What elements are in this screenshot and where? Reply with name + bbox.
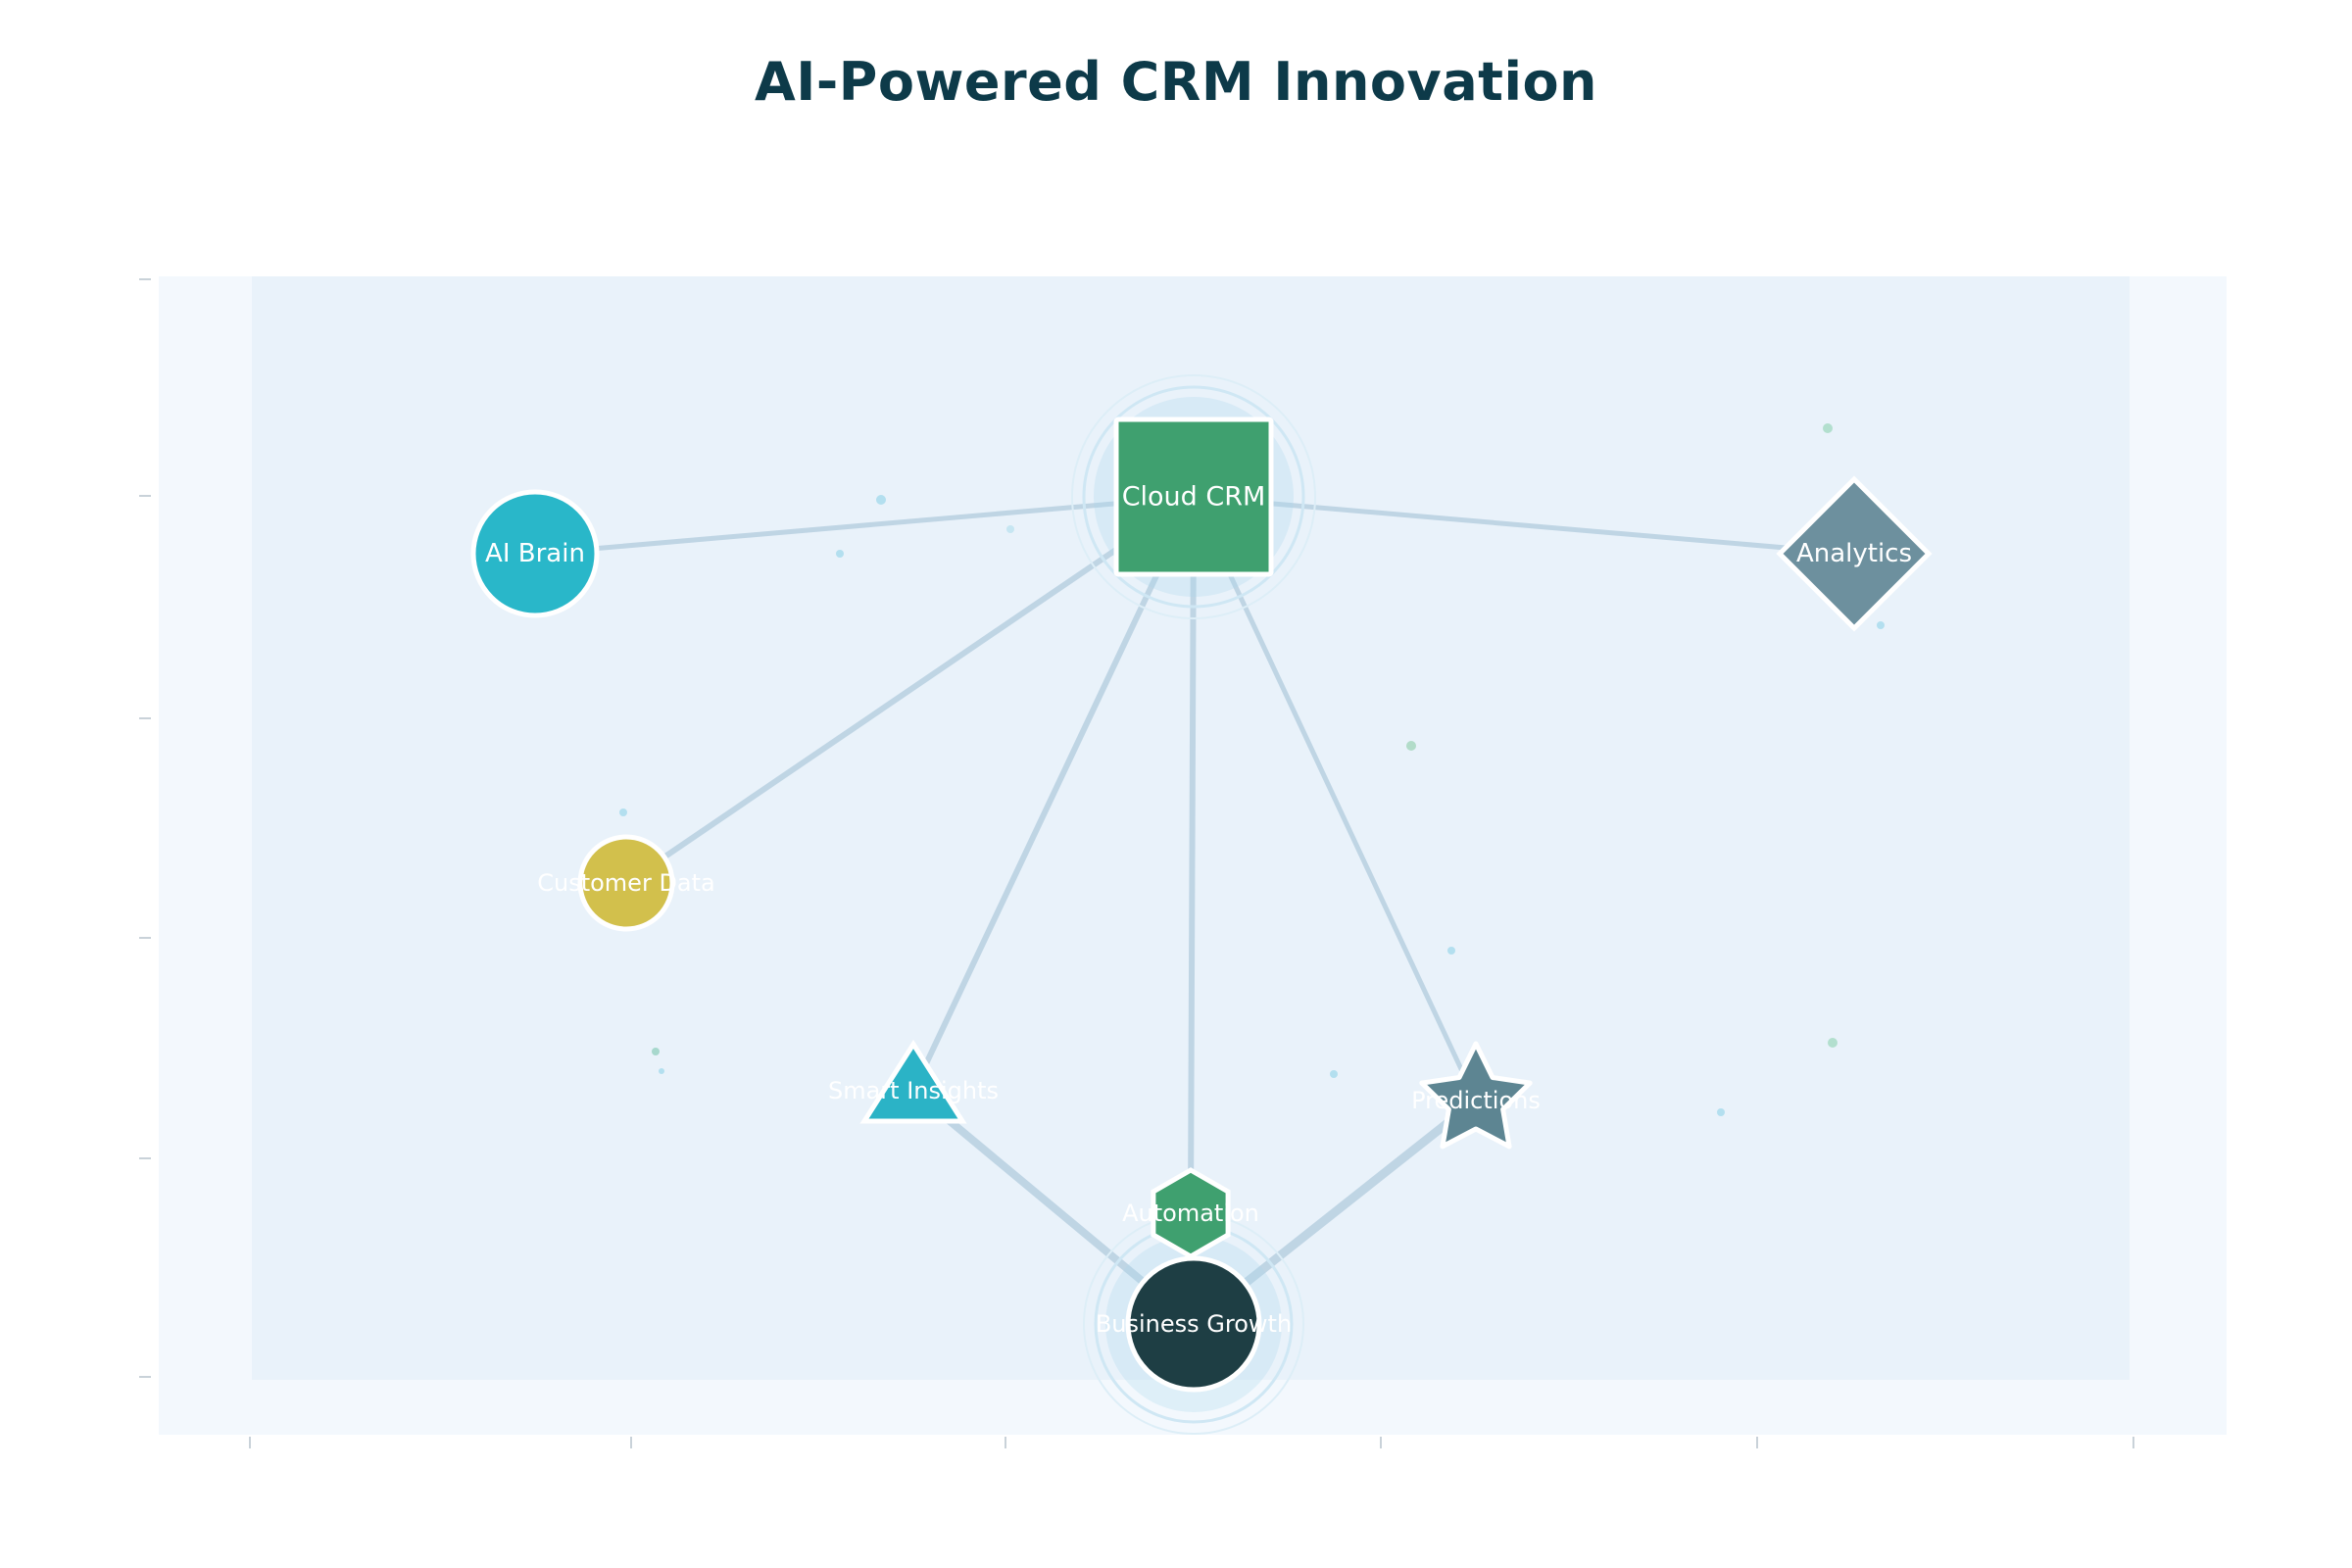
halo-ring-cloud-crm	[1071, 374, 1316, 619]
particle-dot	[876, 495, 886, 505]
halo-ring-cloud-crm	[1082, 385, 1305, 609]
node-ai-brain	[470, 489, 600, 618]
page-title: AI-Powered CRM Innovation	[754, 51, 1598, 113]
node-label-predictions: Predictions	[1411, 1087, 1541, 1114]
node-customer-data	[577, 834, 675, 932]
node-label-analytics: Analytics	[1796, 539, 1912, 568]
particle-dot	[1823, 423, 1833, 433]
particle-dot	[1406, 741, 1416, 751]
particle-dot	[1717, 1108, 1725, 1116]
node-smart-insights	[859, 1039, 967, 1124]
edge-cloud-crm-automation	[1188, 494, 1197, 1216]
node-label-smart-insights: Smart Insights	[828, 1077, 999, 1104]
node-analytics	[1776, 475, 1933, 632]
particle-dot	[836, 550, 844, 558]
particle-dot	[619, 808, 627, 816]
node-business-growth	[1125, 1255, 1262, 1393]
node-label-automation: Automation	[1122, 1200, 1259, 1227]
node-predictions	[1419, 1041, 1533, 1150]
particle-dot	[1330, 1070, 1338, 1078]
particle-dot	[1877, 621, 1885, 629]
node-label-customer-data: Customer Data	[537, 869, 715, 897]
edge-cloud-crm-customer-data	[623, 494, 1197, 886]
particle-dot	[1447, 947, 1455, 955]
node-label-ai-brain: AI Brain	[485, 539, 585, 568]
node-label-business-growth: Business Growth	[1096, 1310, 1292, 1338]
particle-dot	[1828, 1038, 1838, 1048]
particle-dot	[652, 1048, 660, 1055]
particle-dot	[659, 1068, 664, 1074]
node-cloud-crm	[1113, 416, 1274, 577]
node-label-cloud-crm: Cloud CRM	[1122, 482, 1266, 513]
particle-dot	[1006, 525, 1014, 533]
